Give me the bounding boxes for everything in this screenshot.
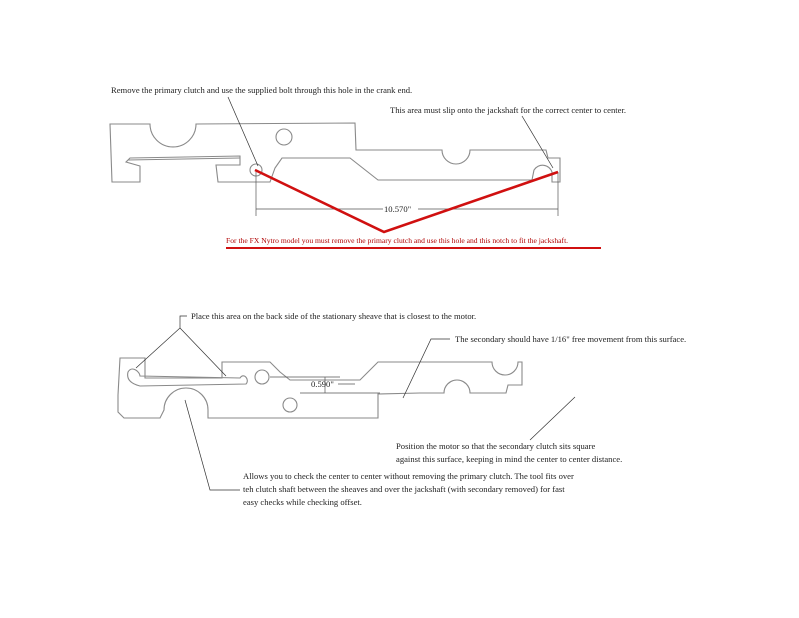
dimension-label-bottom: 0.590"	[311, 379, 334, 389]
note-position-line-2: against this surface, keeping in mind th…	[396, 454, 622, 464]
tool-outline-top	[109, 122, 561, 183]
tool-inner-slot	[127, 157, 241, 161]
leader-crank-hole	[227, 96, 259, 167]
bottom-figure: 0.590" Place this area on the back side …	[117, 311, 686, 507]
tool-hole-lower	[282, 397, 298, 413]
leader-sheave-right	[179, 327, 227, 377]
leader-free-movement	[402, 338, 450, 399]
tool-hole-upper	[254, 369, 270, 385]
note-position-line-1: Position the motor so that the secondary…	[396, 441, 595, 451]
leader-check	[184, 399, 240, 491]
note-jackshaft: This area must slip onto the jackshaft f…	[390, 105, 626, 115]
note-check-line-3: easy checks while checking offset.	[243, 497, 362, 507]
tool-inner-slot-bottom	[127, 368, 248, 387]
tool-hole	[275, 128, 293, 146]
note-fx-nytro: For the FX Nytro model you must remove t…	[226, 236, 568, 245]
leader-jackshaft	[521, 115, 554, 169]
tool-outline-bottom	[117, 357, 523, 419]
note-free-movement: The secondary should have 1/16" free mov…	[455, 334, 686, 344]
note-crank-hole: Remove the primary clutch and use the su…	[111, 85, 412, 95]
leader-position-motor	[529, 396, 576, 441]
red-indicator-lines	[254, 168, 559, 234]
top-figure: Remove the primary clutch and use the su…	[109, 85, 626, 249]
note-sheave: Place this area on the back side of the …	[191, 311, 476, 321]
leader-sheave	[135, 315, 187, 369]
note-check-line-1: Allows you to check the center to center…	[243, 471, 574, 481]
note-check-line-2: teh clutch shaft between the sheaves and…	[243, 484, 565, 494]
dimension-label-top: 10.570"	[384, 204, 411, 214]
